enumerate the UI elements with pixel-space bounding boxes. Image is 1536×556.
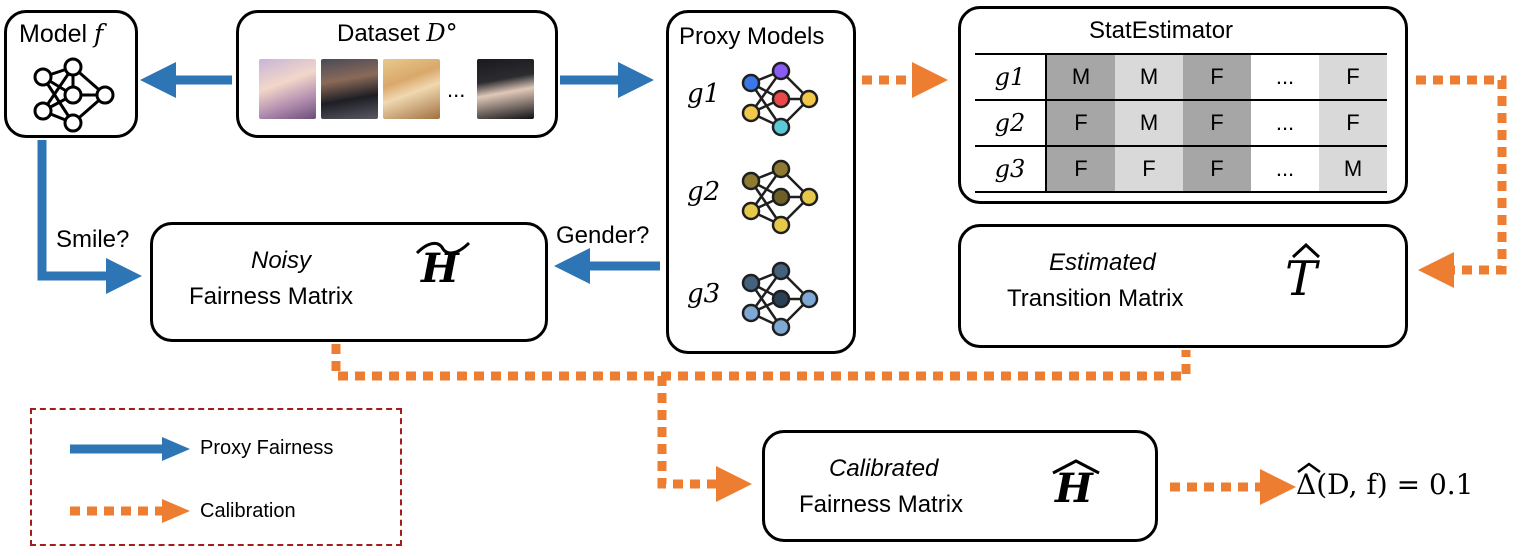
- smile-edge-label: Smile?: [56, 226, 130, 253]
- proxy-model-label-3: g3: [687, 279, 721, 309]
- dataset-ellipsis: ...: [447, 77, 466, 102]
- neural-network-icon: [33, 57, 115, 133]
- table-cell: F: [1115, 145, 1183, 193]
- calibrated-matrix-symbol: H: [1055, 465, 1093, 512]
- proxy-model-label-2: g2: [687, 177, 721, 207]
- table-row: g2 F M F ... F: [975, 99, 1387, 147]
- table-cell: F: [1319, 99, 1387, 147]
- row-header: g2: [975, 99, 1047, 147]
- table-cell: F: [1046, 145, 1115, 193]
- proxy-models-title: Proxy Models: [679, 23, 825, 50]
- estimated-transition-matrix-box: Estimated Transition Matrix T: [958, 224, 1408, 348]
- face-photo-4: [477, 59, 534, 119]
- hat-accent-icon: [1291, 243, 1321, 259]
- arrow-merge-to-calibrated: [657, 376, 752, 502]
- calibrated-text-label: Fairness Matrix: [799, 491, 964, 518]
- table-cell: M: [1115, 53, 1183, 101]
- row-header: g1: [975, 53, 1047, 101]
- legend-orange-arrow-icon: [70, 499, 190, 523]
- tilde-accent-icon: [415, 241, 471, 255]
- table-cell: F: [1183, 53, 1251, 101]
- arrow-stat-to-estimated: [1416, 75, 1507, 288]
- table-row: g3 F F F ... M: [975, 145, 1387, 193]
- wide-hat-accent-icon: [1052, 459, 1100, 475]
- legend-calibration-label: Calibration: [200, 500, 296, 522]
- dataset-symbol: D°: [426, 19, 458, 47]
- table-cell: ...: [1251, 99, 1319, 147]
- proxy-model-label-1: g1: [687, 79, 721, 109]
- stat-estimator-title: StatEstimator: [1089, 17, 1234, 44]
- table-cell: F: [1183, 145, 1251, 193]
- table-cell: ...: [1251, 145, 1319, 193]
- table-cell: F: [1319, 53, 1387, 101]
- dataset-label: Dataset: [337, 20, 420, 47]
- result-hat-icon: [1297, 462, 1321, 474]
- proxy-network-icon-2: [741, 159, 819, 235]
- proxy-models-box: Proxy Models g1 g2 g3: [666, 10, 856, 354]
- dataset-box: Dataset D° ...: [236, 10, 558, 138]
- model-symbol: f: [94, 19, 104, 48]
- arrow-model-to-noisy: [37, 140, 142, 294]
- stat-estimator-box: StatEstimator g1 M M F ... F g2 F M F ..…: [958, 6, 1408, 204]
- row-header: g3: [975, 145, 1047, 193]
- legend-blue-arrow-icon: [70, 437, 190, 461]
- calibrated-italic-label: Calibrated: [829, 455, 939, 482]
- noisy-fairness-matrix-box: Noisy Fairness Matrix H: [150, 222, 548, 342]
- noisy-text-label: Fairness Matrix: [189, 283, 354, 310]
- table-row: g1 M M F ... F: [975, 53, 1387, 101]
- model-box: Model f: [4, 10, 138, 138]
- proxy-label-table: g1 M M F ... F g2 F M F ... F g3 F F F .…: [975, 53, 1387, 193]
- table-cell: M: [1046, 53, 1115, 101]
- calibrated-fairness-matrix-box: Calibrated Fairness Matrix H: [762, 430, 1158, 542]
- face-photo-2: [321, 59, 378, 119]
- estimated-italic-label: Estimated: [1049, 249, 1156, 276]
- legend-box: Proxy Fairness Calibration: [30, 408, 402, 546]
- table-cell: M: [1319, 145, 1387, 193]
- table-cell: ...: [1251, 53, 1319, 101]
- proxy-network-icon-1: [741, 61, 819, 137]
- gender-edge-label: Gender?: [556, 222, 650, 249]
- face-photo-3: [383, 59, 440, 119]
- face-photo-1: [259, 59, 316, 119]
- table-cell: F: [1046, 99, 1115, 147]
- proxy-network-icon-3: [741, 261, 819, 337]
- table-cell: F: [1183, 99, 1251, 147]
- noisy-italic-label: Noisy: [251, 247, 312, 274]
- fairness-result-value: Δ(D, f) = 0.1: [1296, 468, 1474, 501]
- legend-proxy-label: Proxy Fairness: [200, 437, 334, 459]
- estimated-text-label: Transition Matrix: [1007, 285, 1184, 312]
- model-label: Model: [19, 20, 88, 48]
- table-cell: M: [1115, 99, 1183, 147]
- estimated-matrix-symbol: T: [1285, 251, 1318, 307]
